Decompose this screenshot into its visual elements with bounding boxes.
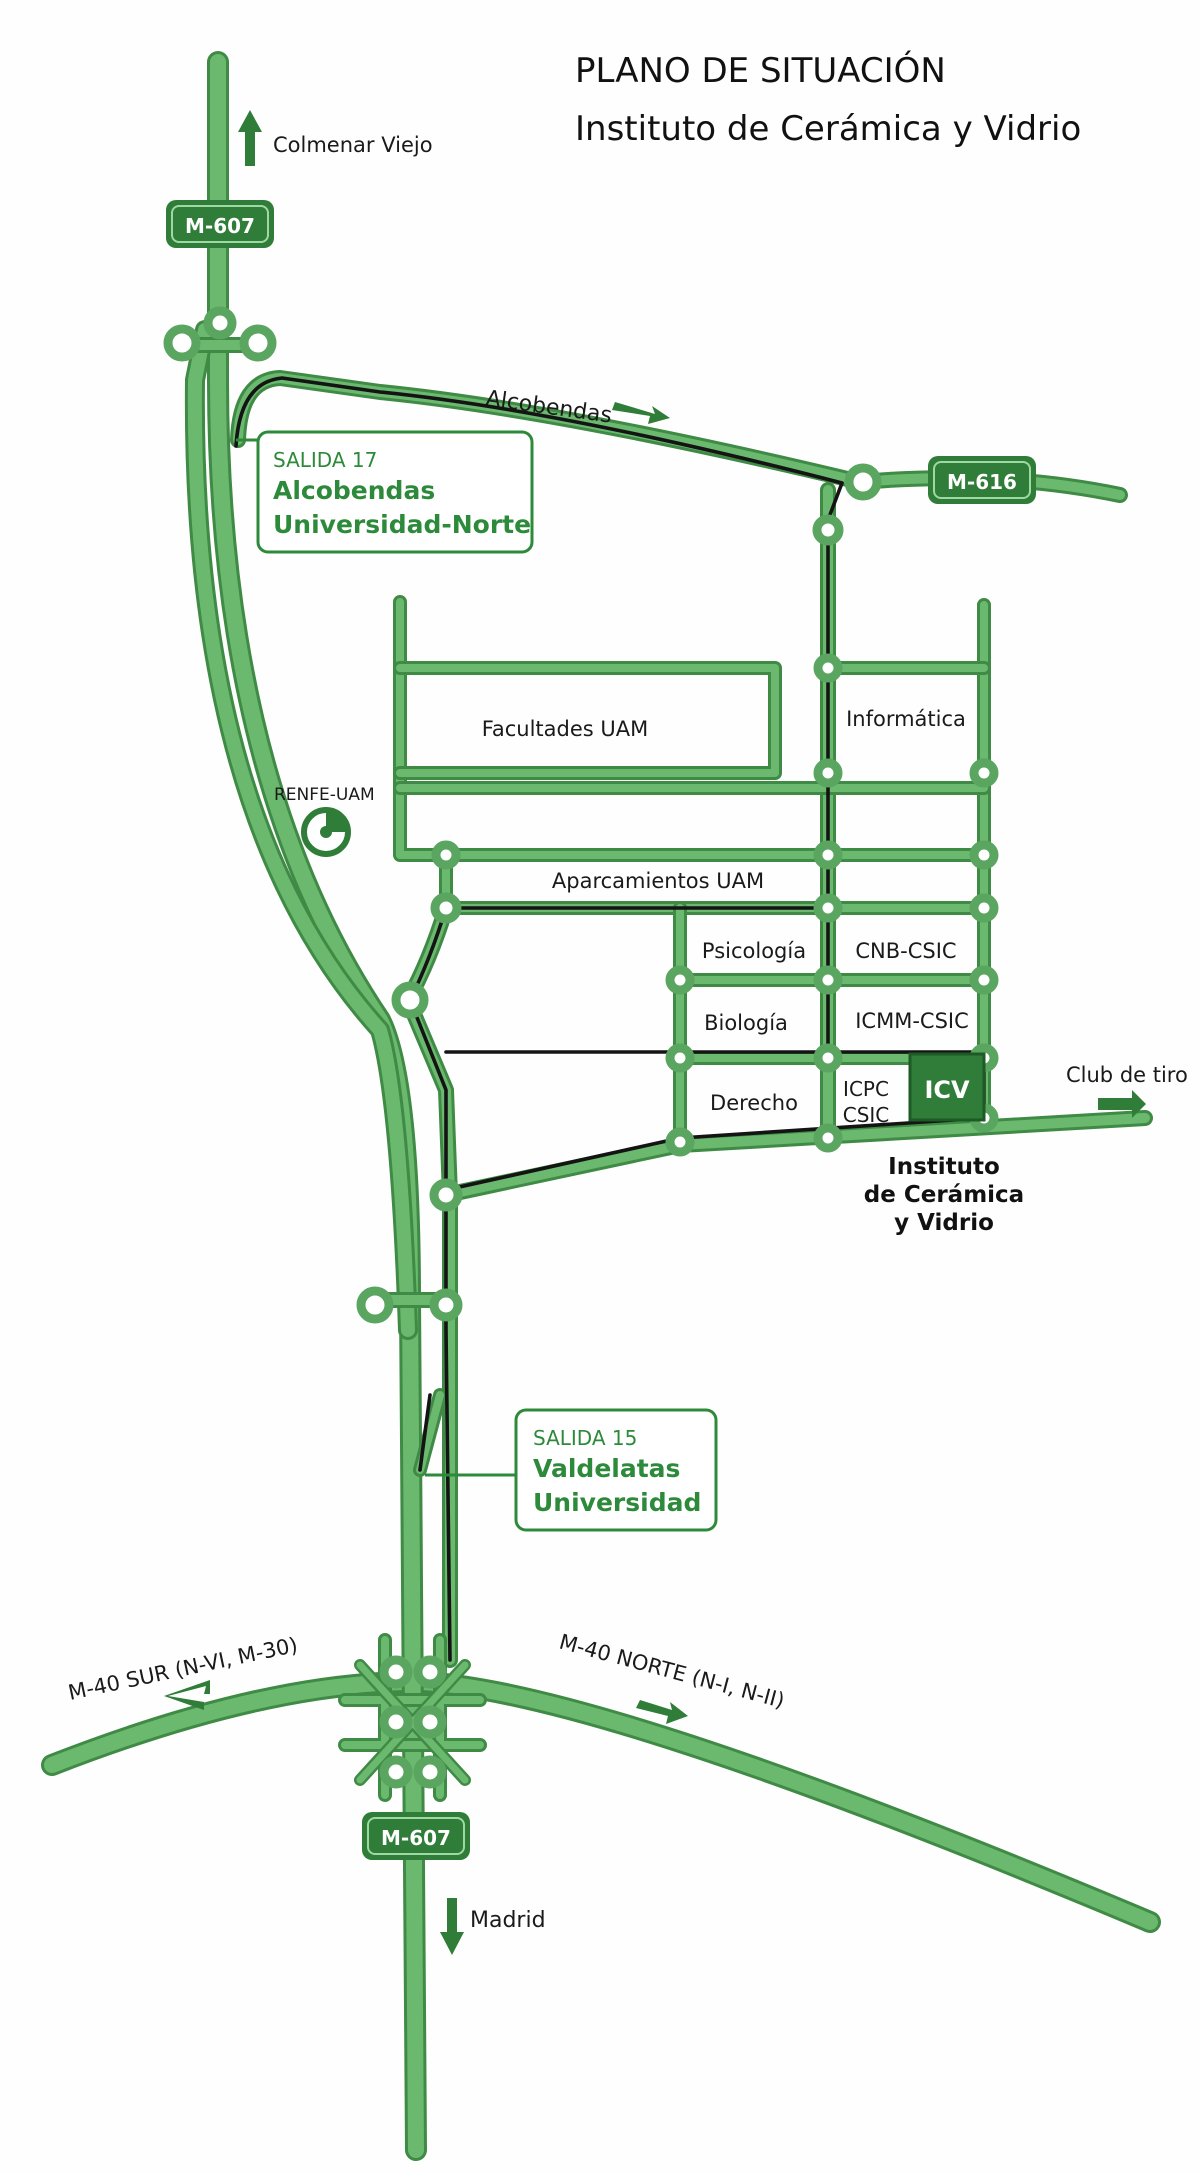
shield-m607-bottom: M-607 [362,1812,470,1860]
direction-club-de-tiro: Club de tiro [1066,1063,1188,1087]
destination-line2: de Cerámica [864,1182,1024,1208]
direction-madrid: Madrid [470,1908,546,1933]
shield-m616-label: M-616 [947,470,1017,494]
salida-17-label: SALIDA 17 [273,448,377,472]
shield-m616: M-616 [928,456,1036,504]
salida-17-line1: Alcobendas [273,476,435,505]
arrow-alcobendas-icon [612,402,670,424]
roundabouts [163,306,999,1789]
place-derecho: Derecho [710,1091,798,1115]
arrow-m40-norte-icon [636,1700,688,1724]
place-facultades: Facultades UAM [482,717,649,741]
direction-colmenar: Colmenar Viejo [273,133,433,157]
exit-salida-15: SALIDA 15 Valdelatas Universidad [514,1408,718,1532]
salida-15-label: SALIDA 15 [533,1426,637,1450]
place-informatica: Informática [846,707,966,731]
place-biologia: Biología [704,1011,788,1035]
arrow-club-icon [1098,1090,1146,1118]
renfe-station-icon [301,807,351,857]
shield-m607-top-label: M-607 [185,214,255,238]
bottom-interchange [338,1633,487,1802]
arrow-m40-sur-icon [164,1680,210,1710]
shield-m607-bottom-label: M-607 [381,1826,451,1850]
place-renfe: RENFE-UAM [274,785,375,805]
place-icpc-line1: ICPC [843,1077,889,1101]
place-cnb: CNB-CSIC [855,939,956,963]
place-icpc-line2: CSIC [843,1103,890,1127]
destination-line3: y Vidrio [894,1210,994,1236]
destination-line1: Instituto [888,1154,1000,1180]
place-icmm: ICMM-CSIC [855,1009,969,1033]
place-psicologia: Psicología [702,939,806,963]
salida-17-line2: Universidad-Norte [273,510,531,539]
map-subtitle: Instituto de Cerámica y Vidrio [575,109,1081,149]
exit-salida-17: SALIDA 17 Alcobendas Universidad-Norte [256,430,534,554]
salida-15-line2: Universidad [533,1488,701,1517]
place-aparcamientos: Aparcamientos UAM [552,869,764,893]
salida-15-line1: Valdelatas [533,1454,680,1483]
shield-m607-top: M-607 [166,200,274,248]
direction-m40-norte: M-40 NORTE (N-I, N-II) [557,1630,787,1713]
arrow-north-icon [238,110,262,166]
icv-label: ICV [924,1076,970,1104]
icv-building: ICV [908,1052,986,1122]
map-title: PLANO DE SITUACIÓN [575,50,946,91]
arrow-madrid-icon [440,1898,464,1955]
